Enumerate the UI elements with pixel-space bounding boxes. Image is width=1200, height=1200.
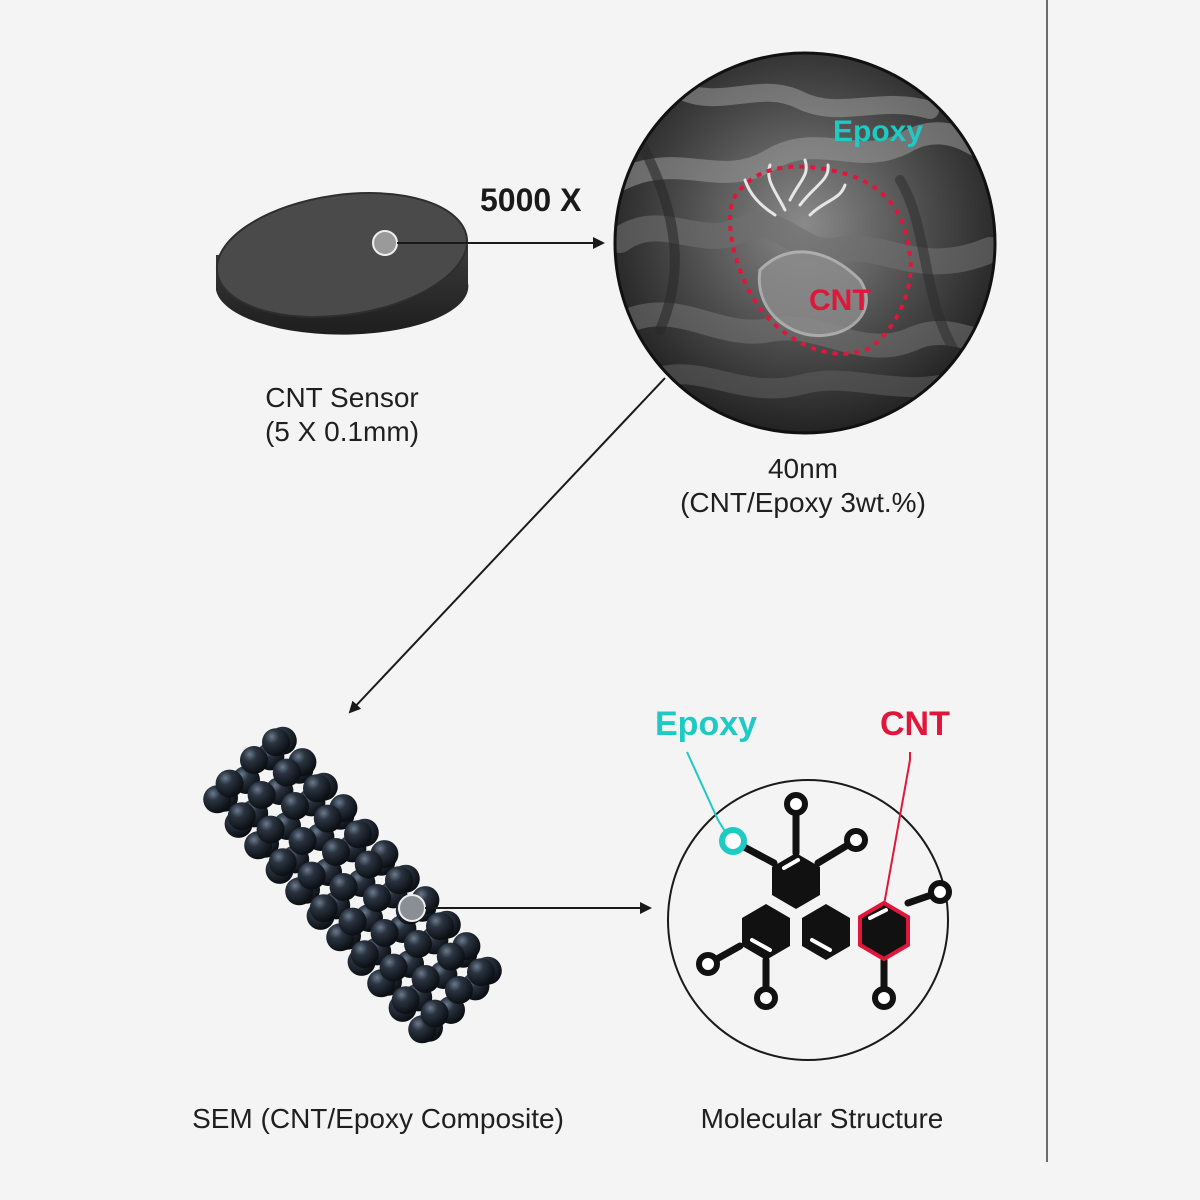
nanotube-sphere xyxy=(303,774,331,803)
nanotube-sphere xyxy=(297,861,326,890)
nanotube-sphere xyxy=(350,940,379,969)
nanotube-sphere xyxy=(281,792,309,820)
nanotube-sphere xyxy=(272,758,301,787)
tube-focus-marker xyxy=(398,894,426,922)
sensor-title: CNT Sensor xyxy=(265,382,419,413)
molecule-caption: Molecular Structure xyxy=(700,1103,944,1134)
sem-subtitle: (CNT/Epoxy 3wt.%) xyxy=(680,487,926,518)
sensor-subtitle: (5 X 0.1mm) xyxy=(264,416,420,447)
sem-cnt-tag: CNT xyxy=(809,284,871,318)
sem-epoxy-tag: Epoxy xyxy=(833,115,923,149)
nanotube-sphere xyxy=(262,728,290,757)
tube-caption: SEM (CNT/Epoxy Composite) xyxy=(192,1103,564,1134)
nanotube-sphere xyxy=(420,999,449,1028)
nanotube-sphere xyxy=(436,942,465,971)
sensor-focus-marker xyxy=(372,230,398,256)
nanotube-sphere xyxy=(467,958,495,987)
arrow-sem-to-tube xyxy=(348,377,666,714)
nanotube-sphere xyxy=(426,912,454,941)
nanotube-sphere xyxy=(240,746,268,774)
nanotube-sphere xyxy=(247,781,276,809)
nanotube-sphere xyxy=(385,866,413,895)
cnt-sensor-disc xyxy=(215,192,469,335)
cnt-pointer-line xyxy=(883,752,911,906)
nanotube-sphere xyxy=(411,965,440,993)
sensor-caption: CNT Sensor (5 X 0.1mm) xyxy=(222,381,462,449)
nanotube-sphere xyxy=(268,848,297,877)
nanotube-spheres xyxy=(203,726,502,1044)
magnification-label: 5000 X xyxy=(480,182,582,218)
sem-epoxy-tag-text: Epoxy xyxy=(833,115,924,148)
nanotube-sphere xyxy=(227,802,256,831)
nanotube-sphere xyxy=(329,873,358,901)
nanotube-sphere xyxy=(288,827,317,855)
cnt-dashed-region xyxy=(727,164,913,356)
nanotube-sphere xyxy=(309,894,338,923)
molecule-epoxy-tag-text: Epoxy xyxy=(655,705,758,743)
sem-micrograph xyxy=(613,51,997,435)
nanotube-sphere xyxy=(404,930,432,958)
nanotube-sphere xyxy=(256,815,285,844)
molecule-epoxy-tag: Epoxy xyxy=(655,705,757,744)
epoxy-atom xyxy=(719,827,747,855)
molecule-cnt-tag: CNT xyxy=(880,705,950,744)
sem-caption: 40nm (CNT/Epoxy 3wt.%) xyxy=(663,452,943,520)
nanotube-sphere xyxy=(322,838,350,866)
nanotube-sphere xyxy=(370,919,399,947)
nanotube-sphere xyxy=(445,976,473,1004)
nanotube-sphere xyxy=(354,850,383,879)
nanotube-sphere xyxy=(215,769,244,798)
molecular-structure xyxy=(667,751,952,1061)
nanotube-sphere xyxy=(338,907,367,936)
sem-cnt-tag-text: CNT xyxy=(809,284,871,317)
epoxy-pointer-line xyxy=(686,751,730,839)
sem-title: 40nm xyxy=(767,453,839,484)
nanotube-sphere xyxy=(379,953,408,982)
nanotube-sphere xyxy=(344,820,372,849)
molecule-cnt-tag-text: CNT xyxy=(880,705,950,743)
nanotube-sphere xyxy=(313,804,342,833)
nanotube-sphere xyxy=(363,884,391,912)
nanotube-sphere xyxy=(391,986,420,1015)
right-divider-line xyxy=(1046,0,1048,1162)
